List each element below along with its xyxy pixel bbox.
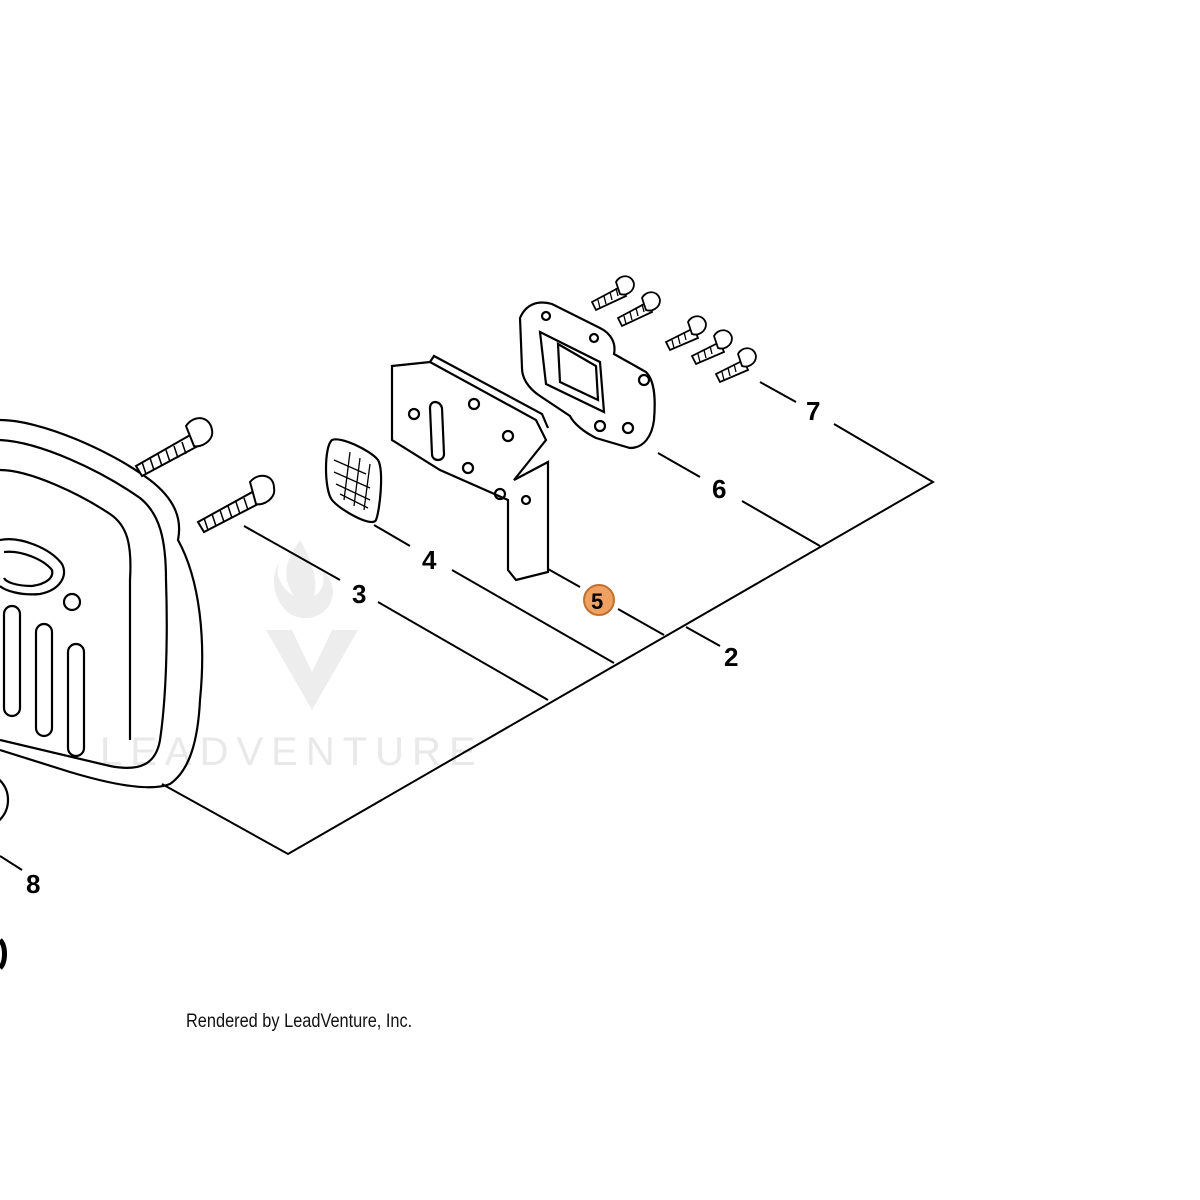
leadventure-watermark: LEADVENTURE [100, 540, 484, 774]
muffler-screw-lower [196, 474, 276, 534]
callout-5-highlight[interactable]: 5 [583, 584, 615, 616]
leader-line-5-upper [547, 568, 581, 588]
muffler-fin-1 [2, 604, 22, 718]
gasket-port-inner [556, 342, 600, 402]
muffler-screws [134, 417, 276, 534]
baffle-hole-5 [493, 487, 507, 501]
main-bracket-line [161, 423, 935, 856]
callout-3[interactable]: 3 [352, 579, 366, 609]
muffler-screw-hole [62, 592, 82, 612]
screw-7b [616, 291, 661, 328]
muffler-outlet-window [0, 538, 66, 596]
gasket-screws [590, 275, 757, 384]
gasket-port-outer [538, 330, 606, 414]
gasket-hole-1 [540, 310, 552, 322]
baffle-plate [390, 354, 550, 582]
leader-line-8 [0, 855, 23, 871]
baffle-hole-6 [520, 494, 532, 506]
watermark-v-icon [266, 630, 358, 710]
screw-7d [690, 329, 733, 366]
leader-line-2 [685, 626, 721, 647]
callout-5[interactable]: 5 [591, 589, 603, 614]
baffle-hole-2 [467, 397, 481, 411]
watermark-text: LEADVENTURE [100, 730, 484, 774]
callout-4[interactable]: 4 [422, 545, 437, 575]
baffle-hole-1 [407, 407, 421, 421]
screen-mesh [333, 451, 371, 511]
part-8-ring [0, 778, 10, 822]
muffler-fin-3 [66, 642, 86, 758]
baffle-plate-slot [428, 400, 446, 462]
muffler-face [0, 468, 132, 740]
spark-arrester-screen [324, 438, 383, 523]
muffler-fin-2 [34, 622, 54, 738]
leader-line-4-upper [373, 524, 411, 547]
leader-line-6-upper [657, 452, 701, 478]
screw-7a [590, 275, 635, 312]
callout-labels: 2 3 4 5 6 7 8 [26, 396, 820, 899]
muffler-inner-shell [0, 438, 168, 770]
muffler-housing [0, 418, 204, 970]
baffle-plate-outline [390, 360, 550, 582]
watermark-flame-icon [274, 540, 333, 619]
callout-7[interactable]: 7 [806, 396, 820, 426]
muffler-outer-shell [0, 418, 204, 789]
part-9-edge [0, 938, 7, 970]
leader-line-7-upper [759, 381, 797, 403]
callout-8[interactable]: 8 [26, 869, 40, 899]
screw-7e [714, 347, 757, 384]
baffle-hole-4 [461, 461, 475, 475]
leader-line-4 [451, 569, 615, 664]
gasket-hole-4 [593, 419, 607, 433]
leader-lines [0, 381, 935, 871]
muffler-outlet-inner [3, 550, 54, 588]
gasket-hole-2 [588, 332, 600, 344]
screen-frame [324, 438, 383, 523]
callout-2[interactable]: 2 [724, 642, 738, 672]
baffle-hole-3 [501, 429, 515, 443]
highlight-badge [583, 584, 615, 616]
muffler-screw-upper [134, 417, 214, 478]
leader-line-6 [741, 500, 821, 547]
screw-7c [664, 315, 707, 352]
baffle-plate-flange [429, 354, 550, 429]
gasket-hole-3 [621, 421, 635, 435]
leader-line-5 [617, 608, 665, 636]
gasket-hole-5 [637, 373, 651, 387]
leader-line-3-upper [243, 525, 341, 581]
callout-6[interactable]: 6 [712, 474, 726, 504]
render-credit: Rendered by LeadVenture, Inc. [186, 1011, 413, 1032]
exhaust-gasket [518, 301, 656, 450]
leader-line-3 [377, 601, 549, 701]
